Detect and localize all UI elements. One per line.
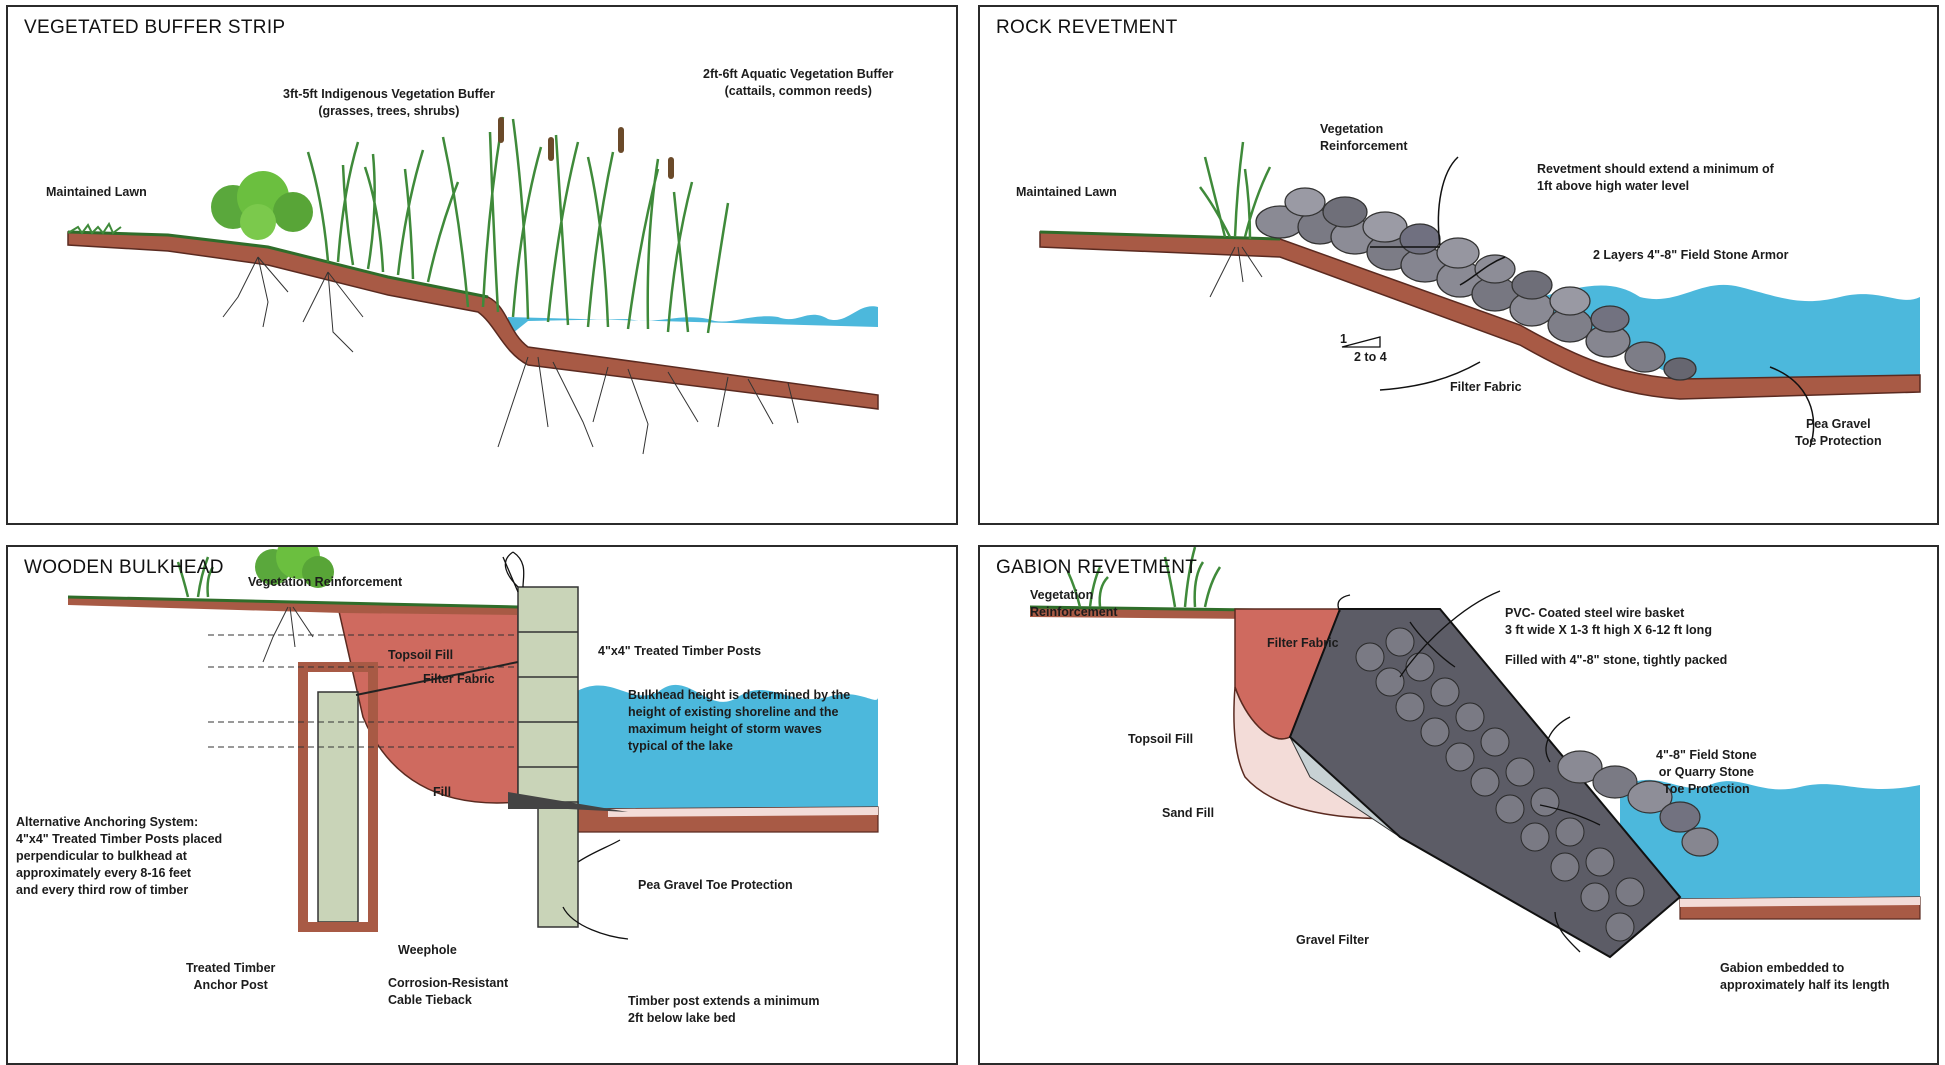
aquatic-vegetation-line-2: (cattails, common reeds) (703, 83, 894, 100)
wooden-bulkhead-title: WOODEN BULKHEAD (24, 557, 224, 579)
gabion-basket-label: PVC- Coated steel wire basket 3 ft wide … (1505, 605, 1712, 639)
indigenous-vegetation-line-1: 3ft-5ft Indigenous Vegetation Buffer (283, 86, 495, 103)
aquatic-vegetation-label: 2ft-6ft Aquatic Vegetation Buffer (catta… (703, 66, 894, 100)
revetment-extent-line-2: 1ft above high water level (1537, 178, 1774, 195)
pea-gravel-label: Pea Gravel Toe Protection (638, 877, 793, 894)
revetment-extent-line-1: Revetment should extend a minimum of (1537, 161, 1774, 178)
timber-post-extension-label: Timber post extends a minimum 2ft below … (628, 993, 819, 1027)
filter-fabric-label: Filter Fabric (1450, 379, 1522, 396)
gabion-revetment-panel: GABION REVETMENT Vegetation Reinforcemen… (978, 545, 1939, 1065)
backfill (338, 607, 518, 803)
gabion-embedded-line-1: Gabion embedded to (1720, 960, 1889, 977)
gravel-filter-label: Gravel Filter (1296, 932, 1369, 949)
fill-label: Fill (433, 784, 451, 801)
slope-rise-label: 1 (1340, 331, 1347, 348)
indigenous-vegetation-label: 3ft-5ft Indigenous Vegetation Buffer (gr… (283, 86, 495, 120)
topsoil-fill-label: Topsoil Fill (1128, 731, 1193, 748)
sand-fill-label: Sand Fill (1162, 805, 1214, 822)
stone-armor (1256, 188, 1696, 380)
alternative-anchoring-note: Alternative Anchoring System: 4"x4" Trea… (16, 814, 222, 899)
bulkhead-height-note: Bulkhead height is determined by the hei… (628, 687, 850, 755)
gabion-embedded-line-2: approximately half its length (1720, 977, 1889, 994)
cable-tieback-label: Corrosion-Resistant Cable Tieback (388, 975, 508, 1009)
alternative-anchoring-line-4: approximately every 8-16 feet (16, 865, 222, 882)
vegetation-line-2: Reinforcement (1030, 604, 1118, 621)
field-stone-line-1: 4"-8" Field Stone (1656, 747, 1757, 764)
weephole-label: Weephole (398, 942, 457, 959)
anchor-post-label: Treated Timber Anchor Post (186, 960, 275, 994)
pea-gravel-line-2: Toe Protection (1795, 433, 1882, 450)
slope-indicator (1342, 337, 1380, 347)
gabion-revetment-title: GABION REVETMENT (996, 557, 1197, 579)
vegetation-reinforcement-label: Vegetation Reinforcement (1320, 121, 1408, 155)
vegetated-buffer-strip-panel: VEGETATED BUFFER STRIP Maintained Lawn 3… (6, 5, 958, 525)
anchor-post-line-2: Anchor Post (186, 977, 275, 994)
lake-water (508, 306, 878, 337)
alternative-anchoring-line-1: Alternative Anchoring System: (16, 814, 222, 831)
vegetation-line-2: Reinforcement (1320, 138, 1408, 155)
bulkhead-height-line-4: typical of the lake (628, 738, 850, 755)
slope-run-label: 2 to 4 (1354, 349, 1387, 366)
timber-post-extension-line-2: 2ft below lake bed (628, 1010, 819, 1027)
alternative-anchoring-line-5: and every third row of timber (16, 882, 222, 899)
topsoil-fill-label: Topsoil Fill (388, 647, 453, 664)
filter-fabric-label: Filter Fabric (1267, 635, 1339, 652)
alternative-anchoring-line-3: perpendicular to bulkhead at (16, 848, 222, 865)
cattail-heads (498, 117, 674, 179)
maintained-lawn-label: Maintained Lawn (1016, 184, 1117, 201)
pea-gravel-line-1: Pea Gravel (1795, 416, 1882, 433)
field-stone-line-2: or Quarry Stone (1656, 764, 1757, 781)
buffer-strip-title: VEGETATED BUFFER STRIP (24, 17, 285, 39)
rock-revetment-title: ROCK REVETMENT (996, 17, 1178, 39)
stone-armor-label: 2 Layers 4"-8" Field Stone Armor (1593, 247, 1788, 264)
shrub-cluster (211, 171, 313, 240)
field-stone-line-3: Toe Protection (1656, 781, 1757, 798)
bulkhead-height-line-2: height of existing shoreline and the (628, 704, 850, 721)
gabion-embedded-label: Gabion embedded to approximately half it… (1720, 960, 1889, 994)
vegetation-reinforcement-label: Vegetation Reinforcement (248, 574, 402, 591)
wooden-bulkhead-panel: WOODEN BULKHEAD Vegetation Reinforcement… (6, 545, 958, 1065)
timber-post-extension-line-1: Timber post extends a minimum (628, 993, 819, 1010)
alternative-anchoring-line-2: 4"x4" Treated Timber Posts placed (16, 831, 222, 848)
bulkhead-height-line-1: Bulkhead height is determined by the (628, 687, 850, 704)
root-system (223, 257, 798, 454)
filter-fabric-label: Filter Fabric (423, 671, 495, 688)
vegetation-line-1: Vegetation (1030, 587, 1118, 604)
rock-revetment-panel: ROCK REVETMENT Maintained Lawn Vegetatio… (978, 5, 1939, 525)
cable-tieback-line-1: Corrosion-Resistant (388, 975, 508, 992)
field-stone-label: 4"-8" Field Stone or Quarry Stone Toe Pr… (1656, 747, 1757, 798)
gabion-basket-line-2: 3 ft wide X 1-3 ft high X 6-12 ft long (1505, 622, 1712, 639)
maintained-lawn-label: Maintained Lawn (46, 184, 147, 201)
grass-reeds (308, 117, 728, 333)
anchor-post (318, 692, 358, 922)
bulkhead-height-line-3: maximum height of storm waves (628, 721, 850, 738)
gabion-basket-line-1: PVC- Coated steel wire basket (1505, 605, 1712, 622)
revetment-extent-label: Revetment should extend a minimum of 1ft… (1537, 161, 1774, 195)
anchor-post-line-1: Treated Timber (186, 960, 275, 977)
cable-tieback-line-2: Cable Tieback (388, 992, 508, 1009)
vegetation-line-1: Vegetation (1320, 121, 1408, 138)
pea-gravel-toe-label: Pea Gravel Toe Protection (1795, 416, 1882, 450)
timber-posts-label: 4"x4" Treated Timber Posts (598, 643, 761, 660)
vegetation-reinforcement-label: Vegetation Reinforcement (1030, 587, 1118, 621)
aquatic-vegetation-line-1: 2ft-6ft Aquatic Vegetation Buffer (703, 66, 894, 83)
indigenous-vegetation-line-2: (grasses, trees, shrubs) (283, 103, 495, 120)
gabion-fill-label: Filled with 4"-8" stone, tightly packed (1505, 652, 1727, 669)
bulkhead-wall (518, 587, 578, 927)
